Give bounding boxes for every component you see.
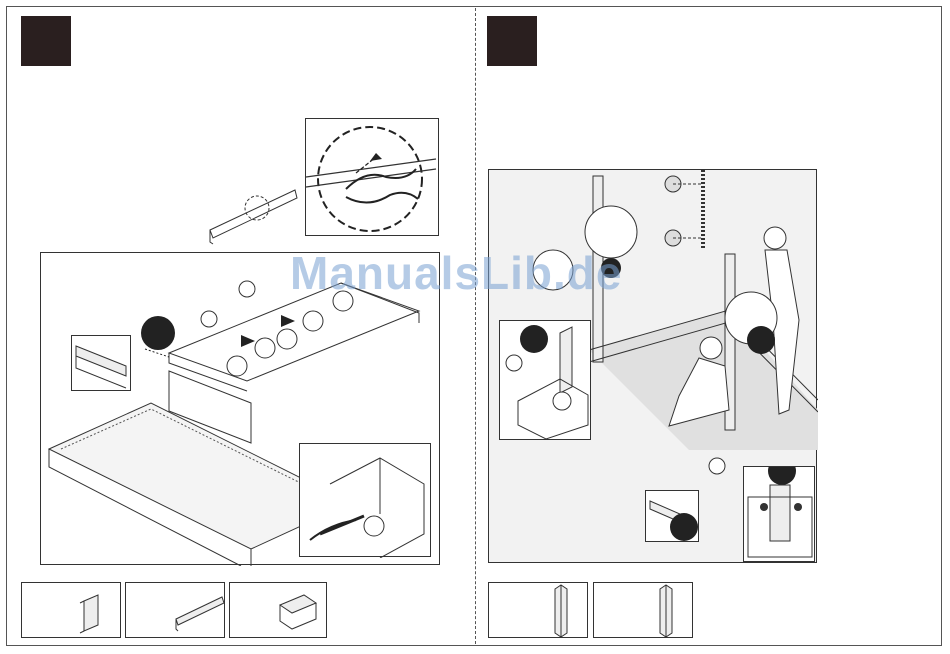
left-step-number-box <box>21 16 71 66</box>
corner-post-part-thumb <box>488 582 588 638</box>
short-profile-part-thumb <box>21 582 121 638</box>
right-step-number-box <box>487 16 537 66</box>
corner-post-inset <box>499 320 591 440</box>
page-divider <box>475 8 476 644</box>
channel-profile-inset <box>71 335 131 391</box>
rail-detail-inset <box>645 490 699 542</box>
upright-post-installation-panel <box>488 169 817 563</box>
channel-profile-part-thumb <box>229 582 327 638</box>
long-rail-part-thumb <box>125 582 225 638</box>
watermark-text: ManualsLib.de <box>290 246 622 300</box>
screw-fixing-inset <box>743 466 815 562</box>
profile-sketch <box>205 170 305 250</box>
profile-joint-detail-panel <box>305 118 439 236</box>
corner-post-part-alt-thumb <box>593 582 693 638</box>
corner-screw-inset <box>299 443 431 557</box>
